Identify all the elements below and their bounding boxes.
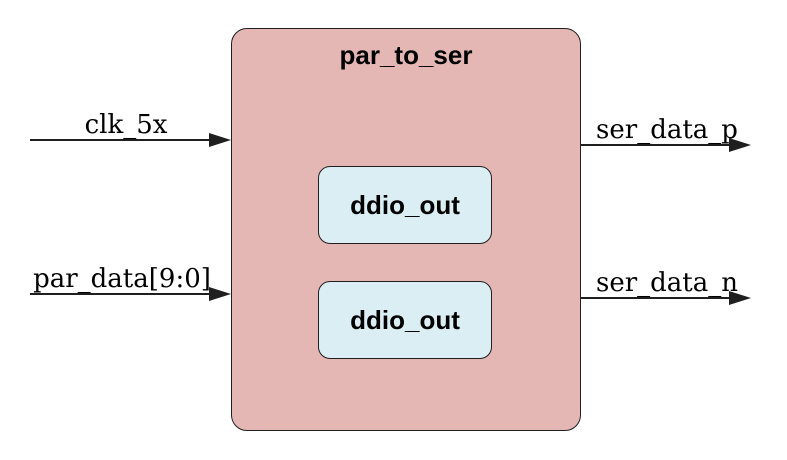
par-data-label: par_data[9:0]	[33, 264, 211, 294]
ddio-out-block-1: ddio_out	[318, 166, 492, 244]
clk-5x-arrow-head-icon	[209, 133, 231, 147]
clk-5x-arrow-shaft	[30, 139, 211, 141]
ser-data-n-arrow-shaft	[581, 297, 729, 299]
par-to-ser-block-title: par_to_ser	[339, 40, 473, 70]
ser-data-n-label: ser_data_n	[596, 268, 738, 298]
ser-data-p-label: ser_data_p	[596, 115, 738, 145]
ser-data-p-arrow-shaft	[581, 144, 729, 146]
ddio-out-label-1: ddio_out	[350, 189, 460, 220]
clk-5x-label: clk_5x	[84, 110, 168, 140]
ddio-out-block-2: ddio_out	[318, 281, 492, 359]
ddio-out-label-2: ddio_out	[350, 304, 460, 335]
par-data-arrow-shaft	[30, 293, 211, 295]
par-data-arrow-head-icon	[209, 287, 231, 301]
ser-data-n-arrow-head-icon	[729, 291, 751, 305]
ser-data-p-arrow-head-icon	[729, 138, 751, 152]
